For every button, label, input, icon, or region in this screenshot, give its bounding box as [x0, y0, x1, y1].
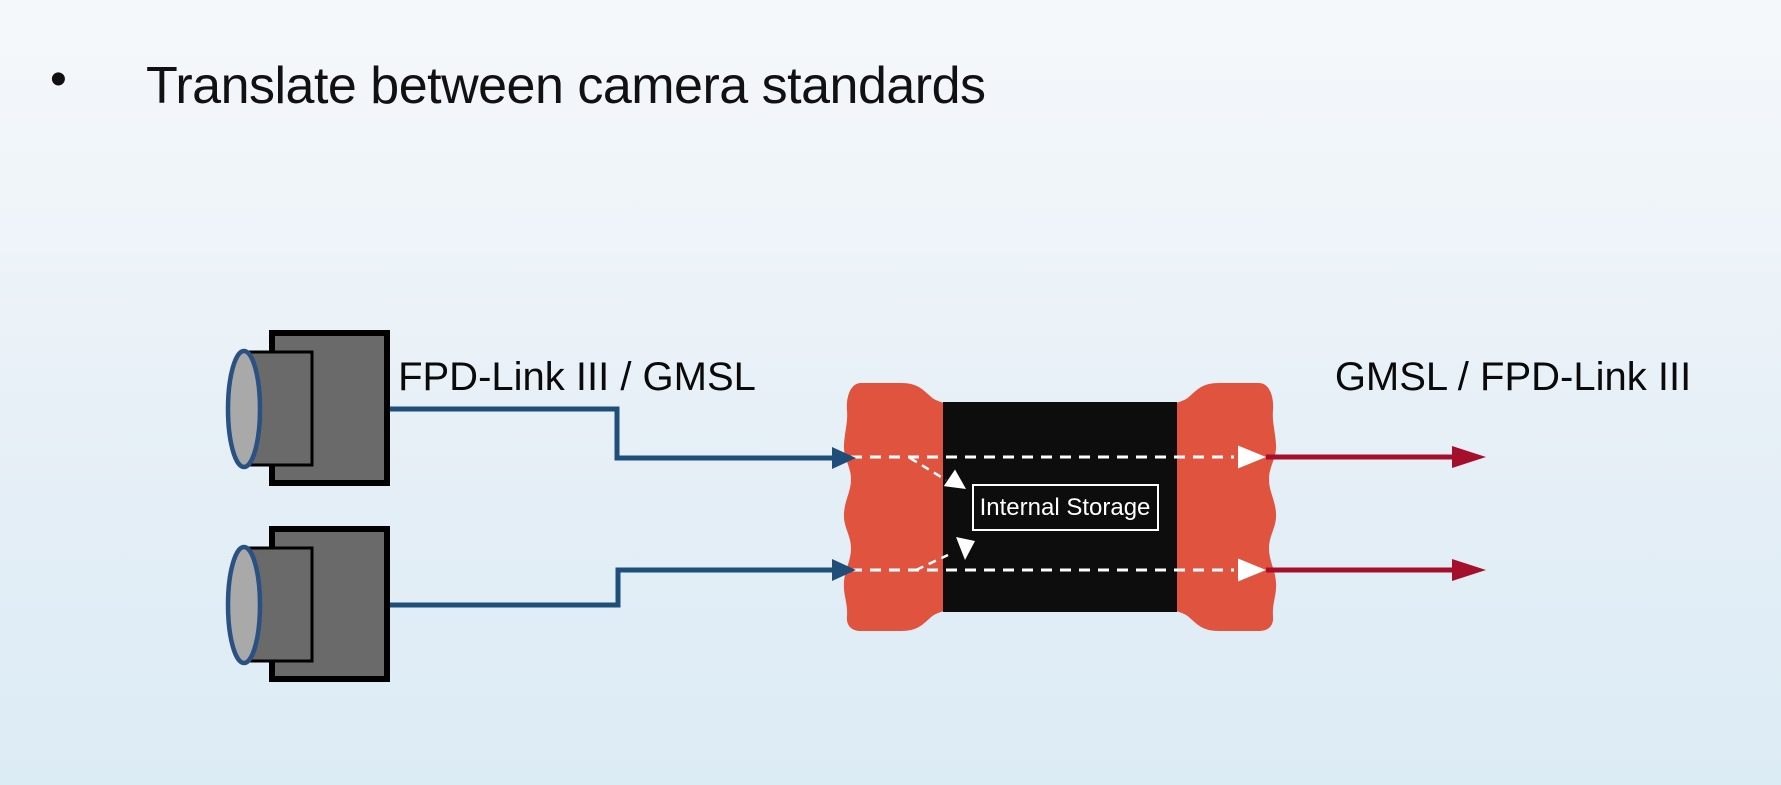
cable-clamp-left-icon [843, 383, 944, 631]
input-link-line-bottom [387, 567, 836, 608]
right-cable-label: GMSL / FPD-Link III [1335, 355, 1691, 399]
input-link-arrowhead-bottom [832, 559, 856, 581]
page-title: Translate between camera standards [146, 57, 986, 115]
input-link-line-top [387, 406, 836, 461]
to-storage-dash-top [909, 456, 947, 482]
cable-clamp-right-icon [1176, 383, 1277, 631]
output-link-arrowhead-top [1452, 446, 1486, 468]
camera-lens [225, 544, 263, 666]
converter-assembly: Internal Storage [843, 383, 1277, 631]
output-links [1266, 446, 1486, 581]
to-storage-dash-bottom [915, 553, 949, 572]
left-cable-label: FPD-Link III / GMSL [398, 355, 756, 399]
internal-storage-box [972, 484, 1159, 531]
passthrough-arrowhead-bottom [1238, 558, 1266, 582]
input-link-arrowhead-top [832, 447, 856, 469]
passthrough-arrowhead-top [1238, 445, 1266, 469]
to-storage-arrowhead-top [943, 469, 966, 489]
camera-icon-top [225, 330, 390, 486]
internal-storage-label: Internal Storage [980, 494, 1151, 521]
title-bullet: • [50, 53, 67, 106]
input-links [387, 406, 856, 608]
output-link-arrowhead-bottom [1452, 559, 1486, 581]
camera-lens [225, 348, 263, 470]
to-storage-arrowhead-bottom [956, 537, 975, 560]
camera-icon-bottom [225, 526, 390, 682]
